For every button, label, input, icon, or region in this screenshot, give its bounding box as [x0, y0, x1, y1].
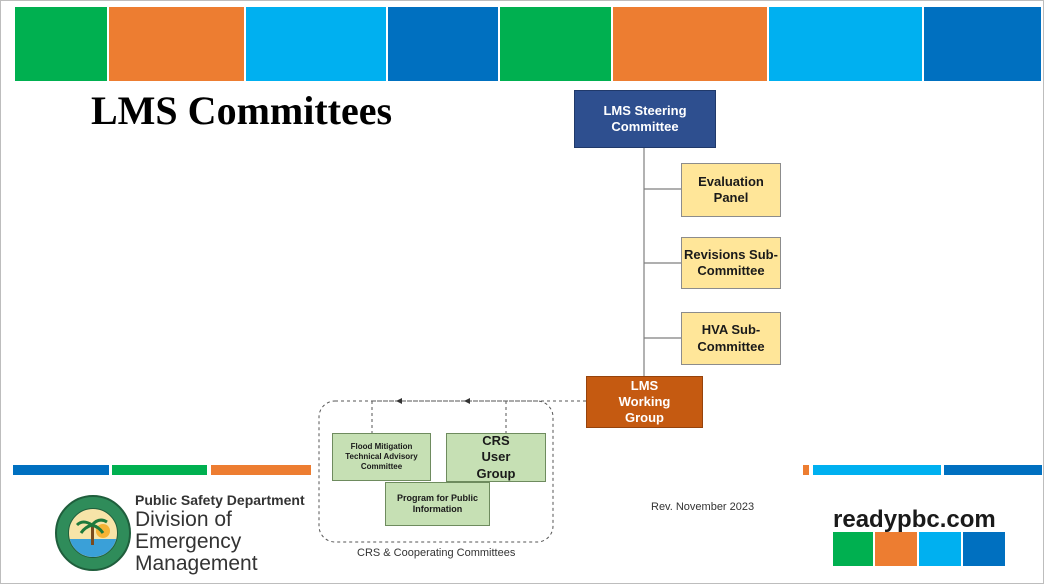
palm-tree-icon	[69, 518, 117, 557]
site-block-green	[833, 532, 873, 566]
county-seal-icon	[55, 495, 131, 571]
banner-block-blue-2	[924, 7, 1041, 81]
crs-group-dashed-border	[318, 400, 554, 543]
evaluation-panel-label: Evaluation Panel	[698, 173, 764, 205]
banner-block-blue-1	[388, 7, 498, 81]
steering-committee-box: LMS Steering Committee	[574, 90, 716, 148]
site-block-blue	[963, 532, 1005, 566]
flood-mitigation-box: Flood Mitigation Technical Advisory Comm…	[332, 433, 431, 481]
steering-committee-label: LMS Steering Committee	[603, 102, 687, 134]
banner-block-green-1	[15, 7, 107, 81]
crs-user-group-label: CRS User Group	[476, 433, 516, 481]
slide-title: LMS Committees	[91, 88, 393, 133]
hva-subcommittee-label: HVA Sub-Committee	[697, 322, 765, 354]
revision-label: Rev. November 2023	[651, 501, 755, 513]
website-label: readypbc.com	[833, 506, 996, 533]
banner-block-lightblue-2	[769, 7, 922, 81]
banner-block-orange-1	[109, 7, 244, 81]
site-block-lightblue	[919, 532, 961, 566]
division-label: Division of Emergency Management	[135, 508, 258, 575]
program-public-info-label: Program for Public Information	[396, 492, 478, 514]
seal-center-icon	[68, 508, 118, 558]
revisions-subcommittee-label: Revisions Sub-Committee	[684, 246, 778, 278]
stripe-orange-small	[803, 465, 809, 475]
stripe-orange	[211, 465, 311, 475]
banner-block-orange-2	[613, 7, 767, 81]
website-color-blocks	[833, 532, 1005, 566]
arrowhead-right	[464, 398, 470, 404]
hva-subcommittee-box: HVA Sub-Committee	[681, 312, 781, 365]
top-color-banner	[15, 7, 1041, 81]
working-group-label: LMS Working Group	[618, 377, 671, 426]
revisions-subcommittee-box: Revisions Sub-Committee	[681, 237, 781, 289]
crs-group-caption: CRS & Cooperating Committees	[357, 547, 516, 559]
stripe-blue-right	[944, 465, 1042, 475]
flood-mitigation-label: Flood Mitigation Technical Advisory Comm…	[345, 442, 418, 471]
banner-block-green-2	[500, 7, 611, 81]
working-group-box: LMS Working Group	[586, 376, 703, 428]
arrowhead-left	[396, 398, 402, 404]
banner-block-lightblue-1	[246, 7, 386, 81]
stripe-green	[112, 465, 207, 475]
evaluation-panel-box: Evaluation Panel	[681, 163, 781, 217]
department-label: Public Safety Department	[135, 492, 305, 508]
program-public-info-box: Program for Public Information	[385, 482, 490, 526]
stripe-lightblue	[813, 465, 941, 475]
site-block-orange	[875, 532, 917, 566]
stripe-blue-left	[13, 465, 109, 475]
crs-user-group-box: CRS User Group	[446, 433, 546, 482]
